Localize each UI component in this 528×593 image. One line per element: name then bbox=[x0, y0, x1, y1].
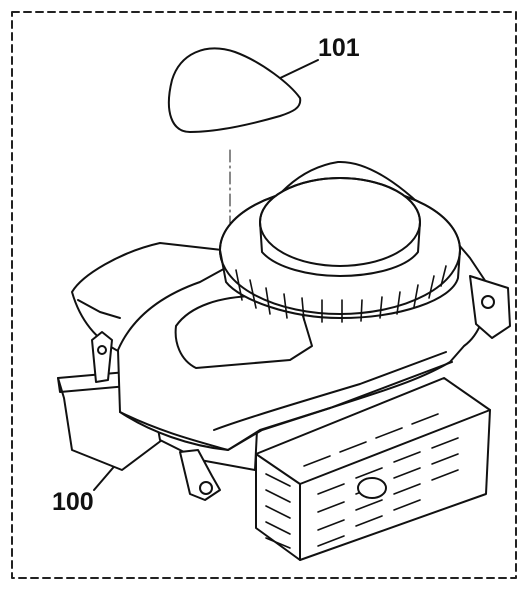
engine-assembly bbox=[57, 160, 511, 561]
leader-line-101 bbox=[275, 59, 319, 81]
callout-100: 100 bbox=[52, 488, 94, 516]
callout-101: 101 bbox=[318, 34, 360, 62]
recoil-starter bbox=[219, 177, 461, 323]
dashed-frame bbox=[11, 11, 517, 579]
muffler bbox=[255, 377, 491, 561]
air-filter-element bbox=[167, 47, 302, 133]
